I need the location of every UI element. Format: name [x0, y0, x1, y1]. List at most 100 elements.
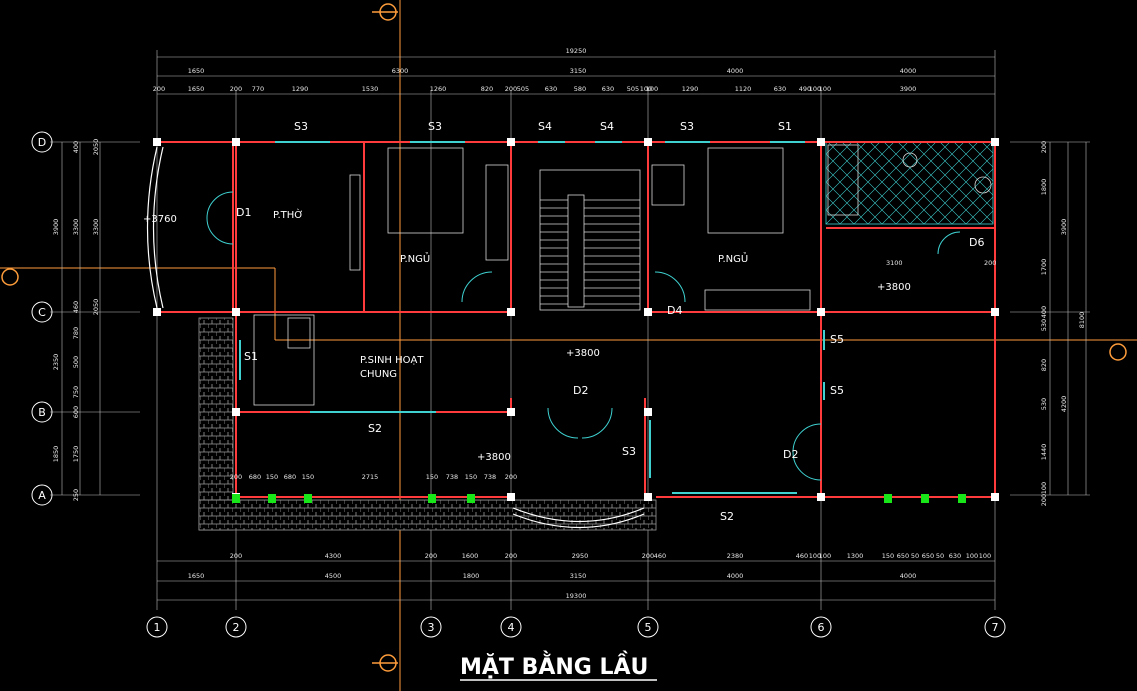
elevation-hall: +3800 — [566, 348, 600, 359]
dim-balcony-row: 200 — [505, 473, 517, 481]
interior-dim-200: 200 — [984, 259, 996, 267]
dim-bottom-row2: 4000 — [900, 572, 917, 580]
dim-left-outer: 1850 — [52, 446, 60, 463]
elevation-altar: +3760 — [143, 214, 177, 225]
dim-top-row2: 100 — [819, 85, 831, 93]
dim-top-row2: 630 — [774, 85, 786, 93]
railing-post — [467, 494, 475, 503]
walls — [157, 141, 996, 500]
window-label-s3-a: S3 — [294, 120, 308, 133]
railing-post — [268, 494, 276, 503]
window-label-s3-d: S3 — [622, 445, 636, 458]
dim-bottom-row1: 650 — [897, 552, 909, 560]
dim-top-row2: 3900 — [900, 85, 917, 93]
dim-left-mid: 500 — [72, 356, 80, 368]
dim-top-row2: 200 — [153, 85, 165, 93]
dim-top-row2: 200 — [505, 85, 517, 93]
dim-top-row1: 1650 — [188, 67, 205, 75]
dim-bottom-row1: 2950 — [572, 552, 589, 560]
column — [507, 138, 515, 146]
windows — [239, 141, 825, 494]
dim-bottom-row1: 200 — [642, 552, 654, 560]
room-label-altar: P.THỜ — [273, 208, 303, 221]
column — [817, 308, 825, 316]
room-label-living-2: CHUNG — [360, 369, 397, 380]
dim-top-row1: 4000 — [900, 67, 917, 75]
grid-col-label: 4 — [508, 621, 515, 634]
dim-top-row2: 505 — [627, 85, 639, 93]
door-label-d6: D6 — [969, 236, 984, 249]
dim-left-mid: 250 — [72, 489, 80, 501]
grid-row-label: D — [38, 136, 46, 149]
dim-bottom-row1: 100 — [819, 552, 831, 560]
grid-row-label: B — [38, 406, 46, 419]
dim-right-inner: 530 — [1040, 398, 1048, 410]
section-marker-left — [1, 268, 19, 286]
dim-bottom-row2: 4000 — [727, 572, 744, 580]
door-label-d2-b: D2 — [783, 448, 798, 461]
column — [507, 493, 515, 501]
furniture — [253, 144, 992, 406]
dim-top-row2: 1290 — [682, 85, 699, 93]
dim-bottom-row2: 4500 — [325, 572, 342, 580]
dim-bottom-row1: 460 — [654, 552, 666, 560]
door-label-d2-a: D2 — [573, 384, 588, 397]
dim-right-inner: 200 — [1040, 494, 1048, 506]
railing-post — [958, 494, 966, 503]
grid-col-3: 3 — [420, 616, 442, 638]
dim-balcony-row: 150 — [266, 473, 278, 481]
column — [153, 308, 161, 316]
dim-bottom-row1: 1600 — [462, 552, 479, 560]
dim-balcony-row: 738 — [484, 473, 496, 481]
railing-posts — [232, 494, 966, 503]
dim-left-inner: 3300 — [92, 219, 100, 236]
dim-bottom-row1: 200 — [505, 552, 517, 560]
elevation-balcony: +3800 — [477, 452, 511, 463]
elevation-right: +3800 — [877, 282, 911, 293]
dim-bottom-row1: 650 — [922, 552, 934, 560]
window-label-s3-c: S3 — [680, 120, 694, 133]
dim-left-inner: 2050 — [92, 299, 100, 316]
door-label-d4: D4 — [667, 304, 682, 317]
dim-bottom-row2: 1800 — [463, 572, 480, 580]
grid-row-D: D — [31, 131, 53, 153]
grid-row-label: A — [38, 489, 46, 502]
dim-balcony-row: 680 — [249, 473, 261, 481]
dim-balcony-row: 2715 — [362, 473, 379, 481]
column — [644, 308, 652, 316]
grid-col-5: 5 — [637, 616, 659, 638]
railing-post — [428, 494, 436, 503]
dim-right-mid: 4200 — [1060, 396, 1068, 413]
dim-top-row2: 630 — [602, 85, 614, 93]
dim-right-inner: 100 — [1040, 482, 1048, 494]
room-label-bedroom-2: P.NGỦ — [718, 251, 748, 265]
dim-left-mid: 750 — [72, 386, 80, 398]
column — [232, 408, 240, 416]
column — [153, 138, 161, 146]
dim-bottom-row2: 3150 — [570, 572, 587, 580]
dim-top-row2: 505 — [517, 85, 529, 93]
window-label-s4-b: S4 — [600, 120, 614, 133]
dim-right-inner: 1800 — [1040, 179, 1048, 196]
window-label-s3-b: S3 — [428, 120, 442, 133]
grid-row-B: B — [31, 401, 53, 423]
window-label-s2-a: S2 — [368, 422, 382, 435]
dim-left-outer: 3900 — [52, 219, 60, 236]
room-label-living: P.SINH HOẠT — [360, 355, 424, 366]
dim-bottom-row2: 1650 — [188, 572, 205, 580]
grid-row-C: C — [31, 301, 53, 323]
dim-top-row2: 820 — [481, 85, 493, 93]
column — [991, 308, 999, 316]
dim-top-row2: 490 — [799, 85, 811, 93]
column — [232, 308, 240, 316]
dim-left-outer: 2350 — [52, 354, 60, 371]
section-marker-bottom — [372, 654, 398, 672]
brick-balcony — [198, 317, 657, 531]
column — [507, 308, 515, 316]
column — [817, 493, 825, 501]
dim-top-row2: 580 — [574, 85, 586, 93]
section-marker-right — [1109, 343, 1127, 361]
dim-right-mid: 3900 — [1060, 219, 1068, 236]
dim-top-total: 19250 — [566, 47, 587, 55]
